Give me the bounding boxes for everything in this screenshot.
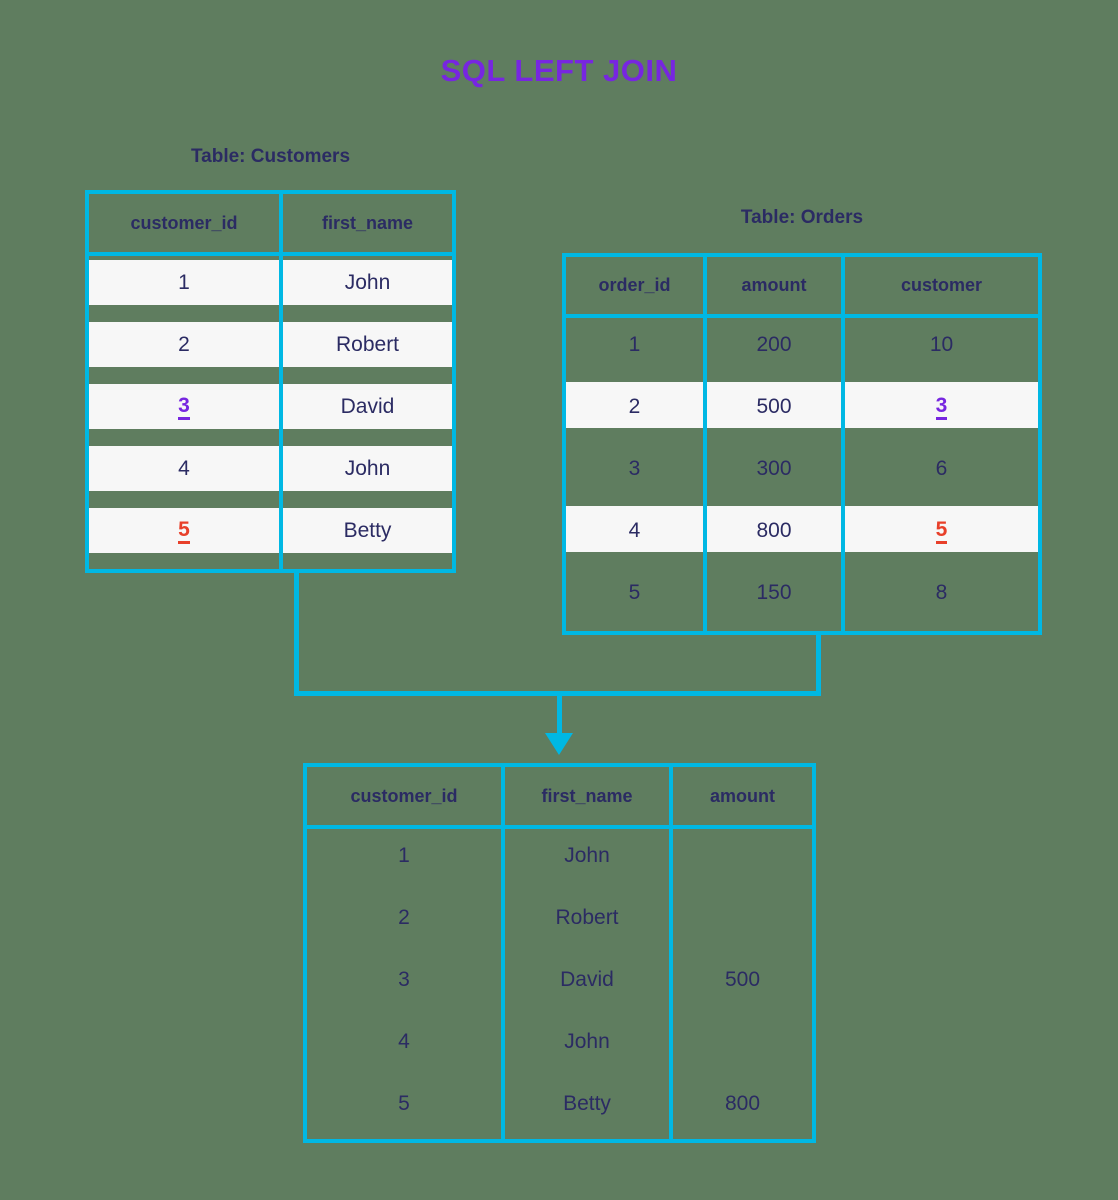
- cell-customer-id: 3: [89, 376, 279, 438]
- cell-customer-id: 4: [178, 457, 190, 480]
- cell-first-name: John: [564, 1030, 610, 1053]
- arrow-down-icon: [545, 733, 573, 755]
- column-divider: [841, 257, 845, 631]
- cell-customer-id: 4: [398, 1030, 410, 1053]
- cell-first-name: David: [560, 968, 614, 991]
- column-header-first-name: first_name: [541, 785, 633, 806]
- cell-amount: 200: [756, 333, 792, 356]
- cell-customer-id: 3: [398, 968, 410, 991]
- column-header-amount: amount: [710, 785, 775, 806]
- cell-order-id: 2: [628, 395, 641, 418]
- cell-first-name: John: [344, 271, 391, 294]
- column-divider: [501, 767, 505, 1139]
- cell-first-name: Betty: [343, 519, 392, 542]
- customers-table: customer_id first_name 1 John 2 Robert 3…: [85, 190, 456, 573]
- connector-left-vertical: [294, 569, 299, 696]
- cell-order-id: 4: [628, 519, 641, 542]
- cell-first-name: Betty: [563, 1092, 611, 1115]
- page-title: SQL LEFT JOIN: [440, 53, 678, 88]
- cell-customer-id: 1: [178, 271, 190, 294]
- cell-amount: [673, 1011, 812, 1073]
- key-highlight-red: 5: [935, 519, 948, 544]
- cell-amount: 800: [756, 519, 792, 542]
- row-band: [566, 382, 1038, 428]
- cell-customer: 5: [845, 500, 1038, 562]
- column-divider: [703, 257, 707, 631]
- connector-left-horizontal: [294, 691, 560, 696]
- cell-order-id: 3: [628, 457, 641, 480]
- row-band: [89, 384, 452, 429]
- cell-customer: 8: [935, 581, 948, 604]
- row-band: [566, 506, 1038, 552]
- cell-amount: 500: [756, 395, 792, 418]
- column-divider: [669, 767, 673, 1139]
- connector-center-vertical: [557, 691, 562, 739]
- orders-table-caption: Table: Orders: [740, 207, 864, 228]
- cell-customer-id: 5: [89, 500, 279, 562]
- column-divider: [279, 194, 283, 569]
- row-band: [89, 508, 452, 553]
- cell-amount: 150: [756, 581, 792, 604]
- cell-customer: 6: [935, 457, 948, 480]
- cell-order-id: 5: [628, 581, 641, 604]
- cell-first-name: John: [344, 457, 391, 480]
- cell-first-name: Robert: [555, 906, 619, 929]
- result-table: customer_id first_name amount 1 John 2 R…: [303, 763, 816, 1143]
- cell-order-id: 1: [628, 333, 641, 356]
- column-header-amount: amount: [741, 275, 807, 295]
- connector-right-vertical: [816, 631, 821, 696]
- column-header-customer-id: customer_id: [130, 212, 238, 233]
- customers-table-caption: Table: Customers: [190, 146, 351, 167]
- column-header-customer-id: customer_id: [350, 785, 458, 806]
- row-band: [89, 322, 452, 367]
- cell-customer-id: 5: [398, 1092, 410, 1115]
- cell-first-name: Robert: [335, 333, 400, 356]
- header-divider: [89, 252, 452, 256]
- cell-customer-id: 1: [398, 844, 410, 867]
- cell-amount: 300: [756, 457, 792, 480]
- connector-right-horizontal: [556, 691, 821, 696]
- key-highlight-purple: 3: [935, 395, 948, 420]
- column-header-order-id: order_id: [598, 275, 671, 295]
- cell-amount: [673, 825, 812, 887]
- cell-customer-id: 2: [398, 906, 410, 929]
- cell-amount: 500: [724, 968, 761, 991]
- cell-first-name: John: [564, 844, 610, 867]
- row-band: [89, 446, 452, 491]
- orders-table: order_id amount customer 1 200 10 2 500 …: [562, 253, 1042, 635]
- cell-customer: 10: [929, 333, 954, 356]
- column-header-first-name: first_name: [321, 212, 414, 233]
- key-highlight-red: 5: [178, 519, 190, 544]
- cell-customer: 3: [845, 376, 1038, 438]
- cell-first-name: David: [340, 395, 395, 418]
- cell-customer-id: 2: [178, 333, 190, 356]
- column-header-customer: customer: [900, 275, 983, 295]
- header-divider: [307, 825, 812, 829]
- cell-amount: [673, 887, 812, 949]
- row-band: [89, 260, 452, 305]
- cell-amount: 800: [724, 1092, 761, 1115]
- key-highlight-purple: 3: [178, 395, 190, 420]
- header-divider: [566, 314, 1038, 318]
